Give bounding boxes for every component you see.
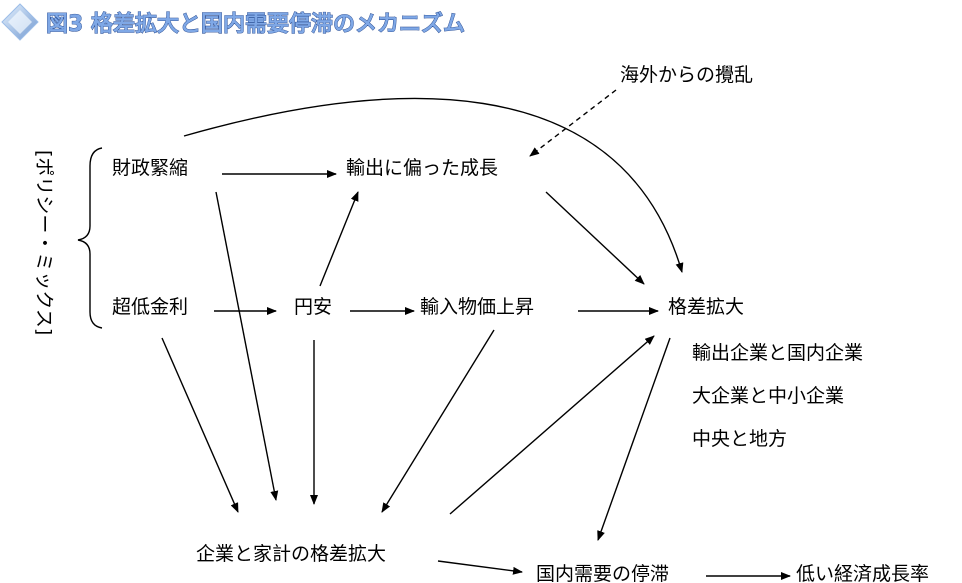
policy-mix-brace xyxy=(77,147,103,329)
node-ultra-low-rate: 超低金利 xyxy=(112,296,188,318)
policy-mix-label: [ポリシー・ミックス] xyxy=(33,150,55,335)
edge-fiscal-to-corpgap xyxy=(215,191,279,501)
disparity-detail-2: 大企業と中小企業 xyxy=(692,385,844,407)
edge-lowrate-to-corpgap xyxy=(161,337,239,513)
edge-external-to-export xyxy=(529,89,617,157)
node-external-disturbance: 海外からの攪乱 xyxy=(620,64,753,86)
disparity-detail-3: 中央と地方 xyxy=(692,428,787,450)
node-export-growth: 輸出に偏った成長 xyxy=(346,157,498,179)
edge-corpgap-to-stagnation xyxy=(437,560,523,575)
figure-title: 図3 格差拡大と国内需要停滞のメカニズム xyxy=(46,11,465,37)
title-logo-icon xyxy=(1,3,39,41)
node-corp-household-gap: 企業と家計の格差拡大 xyxy=(196,543,386,565)
edge-fiscal-curve-to-disparity xyxy=(183,97,684,273)
node-import-price-rise: 輸入物価上昇 xyxy=(420,296,534,318)
node-disparity-expansion: 格差拡大 xyxy=(668,296,744,318)
edge-disparity-to-stagnation xyxy=(597,337,671,541)
edge-corpgap-to-disparity xyxy=(449,335,655,515)
node-domestic-demand-stagnation: 国内需要の停滞 xyxy=(536,563,669,583)
edge-yen-to-export xyxy=(319,191,359,287)
disparity-detail-1: 輸出企業と国内企業 xyxy=(692,342,863,364)
edge-export-to-disparity xyxy=(545,191,645,285)
node-low-growth: 低い経済成長率 xyxy=(796,563,929,583)
node-fiscal-tightening: 財政緊縮 xyxy=(112,157,188,179)
edge-import-to-corpgap xyxy=(381,329,495,513)
node-weak-yen: 円安 xyxy=(294,296,332,318)
